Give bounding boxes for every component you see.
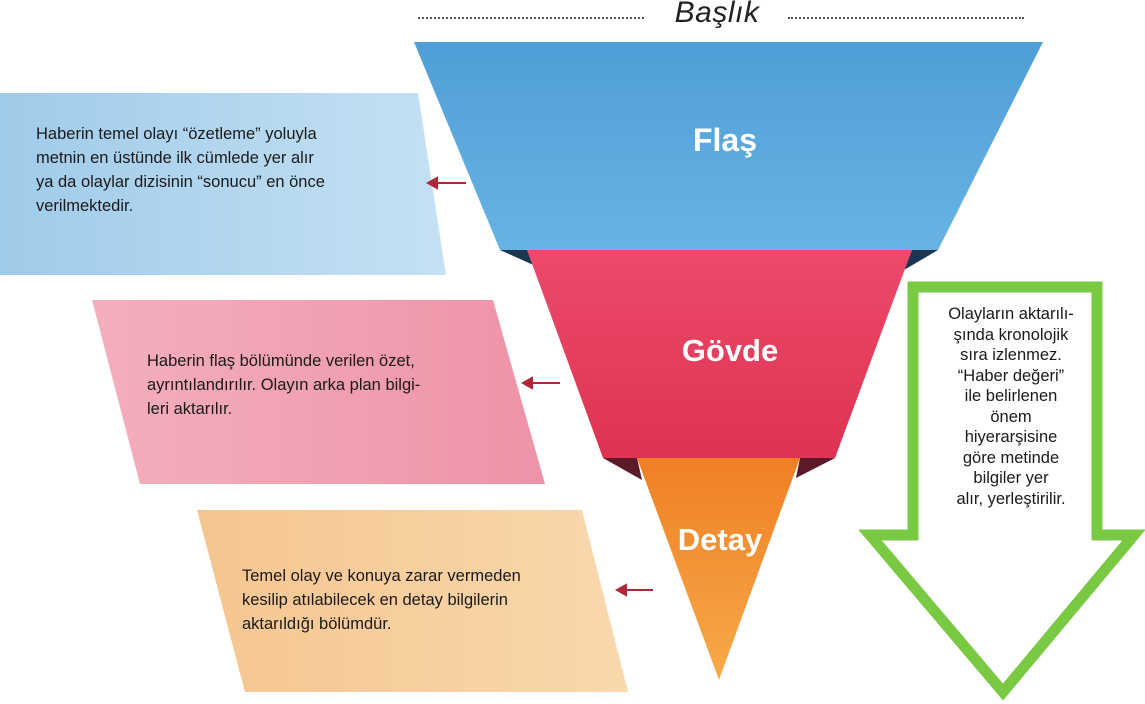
diagram-title: Başlık: [674, 0, 760, 29]
flash-description: Haberin temel olayı “özetleme” yoluyla m…: [36, 125, 325, 215]
flash-label: Flaş: [692, 122, 758, 158]
flash-description-box: [0, 93, 446, 275]
detail-label: Detay: [677, 522, 763, 557]
body-description-box: [92, 300, 545, 484]
flash-layer: [414, 42, 1043, 250]
arrow-left-icon: [425, 176, 466, 190]
arrow-left-icon: [520, 376, 560, 390]
title-rule-right: [788, 17, 1024, 19]
detail-layer: [637, 458, 800, 680]
pyramid-shadow-mid-right: [796, 458, 835, 478]
pyramid-shadow-top-right: [904, 250, 938, 270]
side-note: Olayların aktarılı- şında kronolojik sır…: [948, 305, 1074, 508]
body-description: Haberin flaş bölümünde verilen özet, ayr…: [147, 352, 421, 418]
detail-description: Temel olay ve konuya zarar vermeden kesi…: [242, 567, 521, 633]
arrow-left-icon: [614, 583, 653, 597]
body-label: Gövde: [681, 333, 779, 368]
body-layer: [527, 250, 912, 458]
arrow-down-icon: [858, 281, 1145, 701]
pyramid-shadow-mid: [603, 458, 642, 480]
title-rule-left: [418, 17, 644, 19]
detail-description-box: [197, 510, 628, 692]
